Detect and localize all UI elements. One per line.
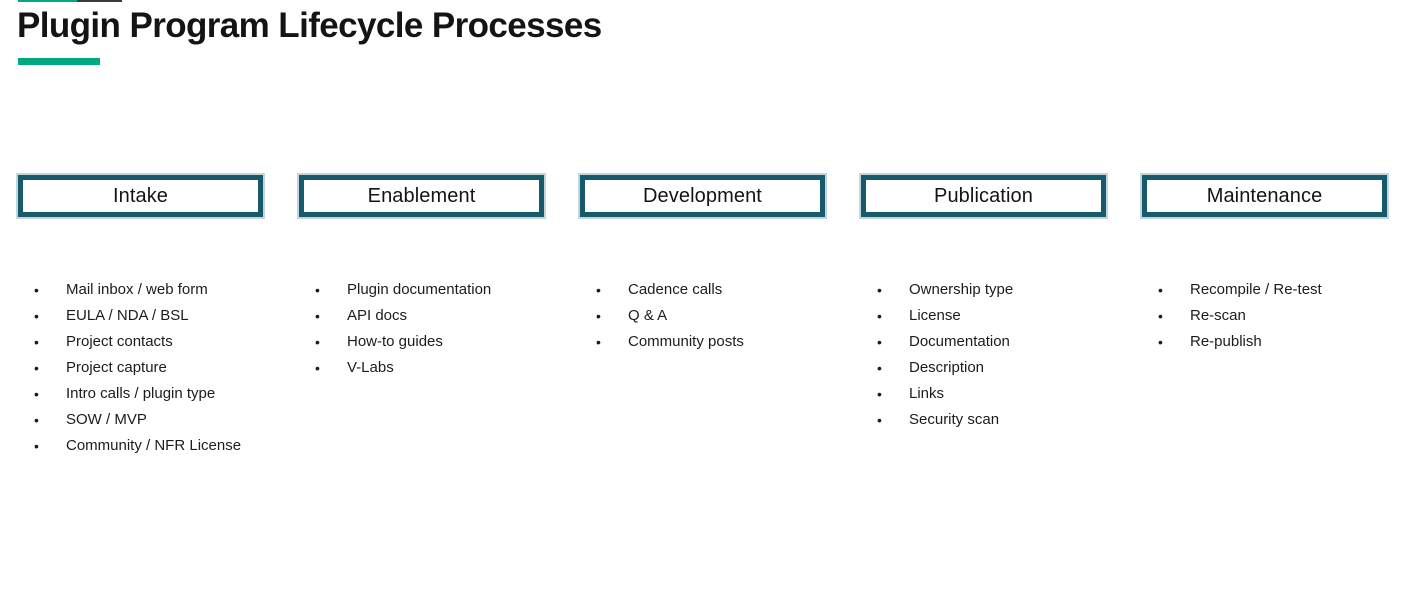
stage-item-list: • Cadence calls • Q & A • Community posts: [580, 277, 825, 355]
stage-item-list: •Mail inbox / web form•EULA / NDA / BSL•…: [18, 277, 263, 459]
top-accent-strip-green: [18, 0, 77, 2]
lifecycle-stage-column: Maintenance • Recompile / Re-test • Re-scan…: [1142, 175, 1387, 459]
bullet-icon: •: [34, 412, 39, 428]
stage-list-item: • EULA / NDA / BSL: [18, 303, 263, 329]
stage-list-item-text: Cadence calls: [628, 281, 723, 298]
stage-item-list: • Recompile / Re-test • Re-scan • Re-publish: [1142, 277, 1387, 355]
bullet-icon: •: [877, 334, 882, 350]
stage-list-item-text: Links: [909, 385, 945, 402]
bullet-icon: •: [1158, 334, 1163, 350]
stage-header-label: Publication: [934, 184, 1033, 207]
stage-list-item: • Documentation: [861, 329, 1106, 355]
bullet-icon: •: [34, 360, 39, 376]
stage-list-item-text: Project capture: [66, 359, 167, 376]
bullet-icon: •: [34, 438, 39, 454]
stage-list-item: • Re-publish: [1142, 329, 1387, 355]
stage-header-box: Publication: [861, 175, 1106, 217]
bullet-icon: •: [596, 282, 601, 298]
stage-list-item-text: Ownership type: [909, 281, 1014, 298]
lifecycle-stage-column: Enablement • Plugin documentation • API doc…: [299, 175, 544, 459]
bullet-icon: •: [877, 282, 882, 298]
bullet-icon: •: [34, 334, 39, 350]
bullet-icon: •: [315, 360, 320, 376]
stage-header-label: Intake: [112, 184, 169, 207]
stage-list-item: • Ownership type: [861, 277, 1106, 303]
bullet-icon: •: [34, 308, 39, 324]
bullet-icon: •: [596, 334, 601, 350]
lifecycle-stage-column: Publication • Ownership type • License • Docu…: [861, 175, 1106, 459]
stage-list-item-text: SOW / MVP: [66, 411, 147, 428]
bullet-icon: •: [877, 308, 882, 324]
stage-list-item-text: License: [909, 307, 961, 324]
lifecycle-columns: Intake • Mail inbox / web form • EULA / NDA…: [18, 175, 1387, 459]
stage-list-item: • Recompile / Re-test: [1142, 277, 1387, 303]
stage-header-box: Enablement: [299, 175, 544, 217]
stage-list-item-text: Intro calls / plugin type: [66, 385, 216, 402]
stage-list-item-text: EULA / NDA / BSL: [66, 307, 189, 324]
bullet-icon: •: [877, 360, 882, 376]
stage-list-item: • How-to guides: [299, 329, 544, 355]
stage-list-item: • Plugin documentation: [299, 277, 544, 303]
bullet-icon: •: [315, 334, 320, 350]
stage-list-item: • License: [861, 303, 1106, 329]
stage-list-item-text: Recompile / Re-test: [1190, 281, 1322, 298]
stage-item-list: • Ownership type • License • Documentation • De…: [861, 277, 1106, 433]
stage-list-item: • Project capture: [18, 355, 263, 381]
stage-list-item: • Re-scan: [1142, 303, 1387, 329]
stage-list-item-text: Project contacts: [66, 333, 173, 350]
stage-list-item-text: API docs: [347, 307, 408, 324]
bullet-icon: •: [1158, 282, 1163, 298]
stage-item-list: • Plugin documentation • API docs • How-to gu…: [299, 277, 544, 381]
bullet-icon: •: [1158, 308, 1163, 324]
bullet-icon: •: [315, 308, 320, 324]
stage-list-item: • Project contacts: [18, 329, 263, 355]
bullet-icon: •: [34, 282, 39, 298]
stage-list-item-text: Security scan: [909, 411, 1000, 428]
stage-list-item: • Description: [861, 355, 1106, 381]
lifecycle-stage-column: Intake • Mail inbox / web form • EULA / NDA…: [18, 175, 263, 459]
stage-list-item-text: Plugin documentation: [347, 281, 492, 298]
lifecycle-stage-column: Development • Cadence calls • Q & A • Communi…: [580, 175, 825, 459]
stage-list-item: • Mail inbox / web form: [18, 277, 263, 303]
stage-header-box: Intake: [18, 175, 263, 217]
stage-list-item-text: Description: [909, 359, 985, 376]
stage-list-item-text: Community posts: [628, 333, 744, 350]
stage-header-box: Maintenance: [1142, 175, 1387, 217]
stage-list-item-text: Documentation: [909, 333, 1010, 350]
stage-list-item-text: V-Labs: [347, 359, 394, 376]
stage-list-item: • SOW / MVP: [18, 407, 263, 433]
bullet-icon: •: [315, 282, 320, 298]
stage-header-label: Maintenance: [1206, 184, 1323, 207]
stage-list-item: • API docs: [299, 303, 544, 329]
stage-list-item-text: How-to guides: [347, 333, 443, 350]
stage-list-item: • Community posts: [580, 329, 825, 355]
stage-list-item-text: Community / NFR License: [66, 437, 242, 454]
stage-header-label: Enablement: [367, 184, 476, 207]
bullet-icon: •: [877, 386, 882, 402]
bullet-icon: •: [877, 412, 882, 428]
stage-list-item: • Links: [861, 381, 1106, 407]
stage-list-item: • Security scan: [861, 407, 1106, 433]
stage-list-item-text: Q & A: [628, 307, 668, 324]
stage-list-item: • V-Labs: [299, 355, 544, 381]
stage-list-item: • Community / NFR License: [18, 433, 263, 459]
stage-list-item-text: Re-publish: [1190, 333, 1262, 350]
stage-header-box: Development: [580, 175, 825, 217]
stage-list-item-text: Re-scan: [1190, 307, 1246, 324]
stage-list-item: • Intro calls / plugin type: [18, 381, 263, 407]
top-accent-strip-dark: [77, 0, 122, 2]
bullet-icon: •: [34, 386, 39, 402]
bullet-icon: •: [596, 308, 601, 324]
stage-list-item: • Q & A: [580, 303, 825, 329]
stage-header-label: Development: [643, 184, 762, 207]
stage-list-item: • Cadence calls: [580, 277, 825, 303]
title-accent-bar: [18, 58, 100, 65]
page-title: Plugin Program Lifecycle Processes: [17, 6, 602, 45]
stage-list-item-text: Mail inbox / web form: [66, 281, 208, 298]
